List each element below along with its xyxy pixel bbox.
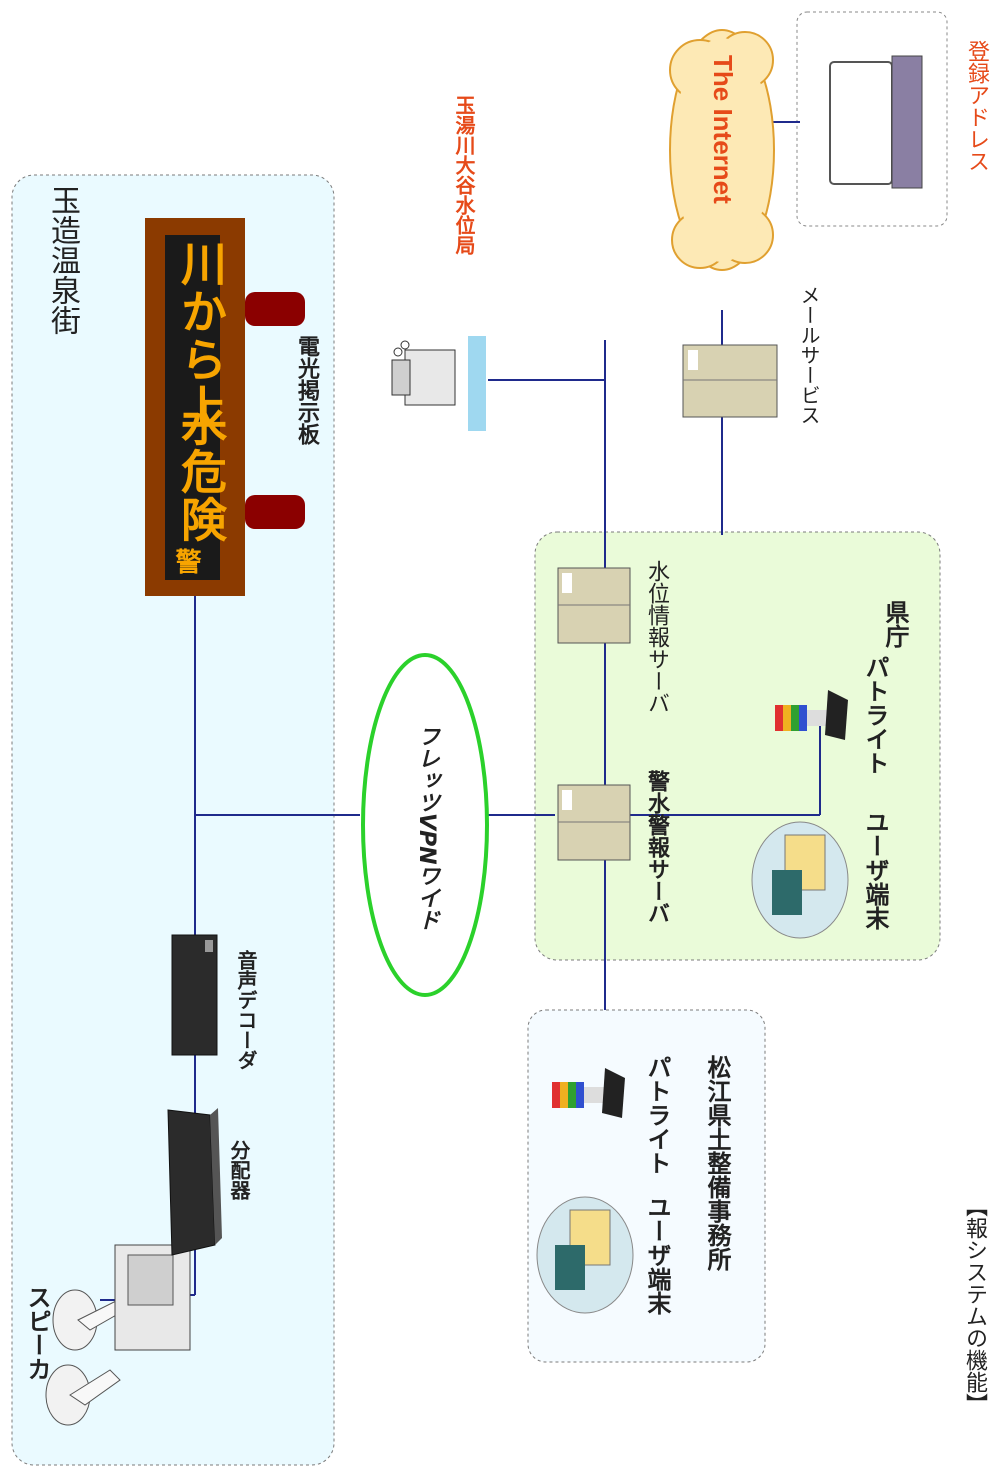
vpn-label: フレッツVPNワイド [414, 725, 439, 931]
speaker-label: スピーカ [23, 1285, 51, 1381]
sign-text-1: 川から上 [174, 240, 228, 432]
address-label: 登録アドレス [964, 40, 989, 172]
patlite-office-label: パトライト [643, 1055, 671, 1175]
speaker-icon [45, 1244, 191, 1426]
user-terminal-pref-label: ユーザ端末 [861, 810, 889, 930]
flood-warning-server-icon [557, 784, 631, 861]
gauge-label: 玉湯川大谷水位局 [452, 95, 476, 255]
electric-sign-icon [145, 218, 305, 596]
pref-area-label: 県庁 [881, 600, 909, 648]
level-server-label: 水位情報サーバ [644, 560, 669, 714]
water-level-server-icon [557, 567, 631, 644]
sign-text-3: 警 [171, 548, 201, 576]
patlite-pref-label: パトライト [861, 655, 889, 775]
vpn-cloud-icon [361, 653, 489, 997]
flood-server-label: 警水警報サーバ [644, 770, 669, 924]
sign-text-2: 水危険 [174, 400, 228, 544]
distributor-icon [167, 1108, 222, 1256]
user-terminal-office-label: ユーザ端末 [643, 1195, 671, 1315]
office-area-label: 松江県土整備事務所 [703, 1055, 731, 1271]
decoder-label: 音声デコーダ [234, 950, 258, 1070]
mail-label: メールサービス [797, 285, 821, 425]
patlite-office-icon [552, 1068, 625, 1118]
onsen-area-label: 玉造温泉街 [45, 185, 80, 335]
mail-server-icon [682, 344, 778, 418]
caption-label: 【報システムの機能】 [962, 1195, 987, 1415]
audio-decoder-icon [171, 934, 218, 1056]
user-terminal-pref-icon [751, 821, 849, 939]
sign-label: 電光掲示板 [294, 335, 319, 445]
laptop-icon [829, 55, 923, 189]
user-terminal-office-icon [536, 1196, 634, 1314]
water-gauge-icon [391, 336, 486, 431]
internet-cloud-icon [669, 29, 775, 271]
distributor-label: 分配器 [227, 1140, 251, 1200]
internet-label: The Internet [708, 55, 738, 204]
patlite-pref-icon [775, 690, 848, 740]
